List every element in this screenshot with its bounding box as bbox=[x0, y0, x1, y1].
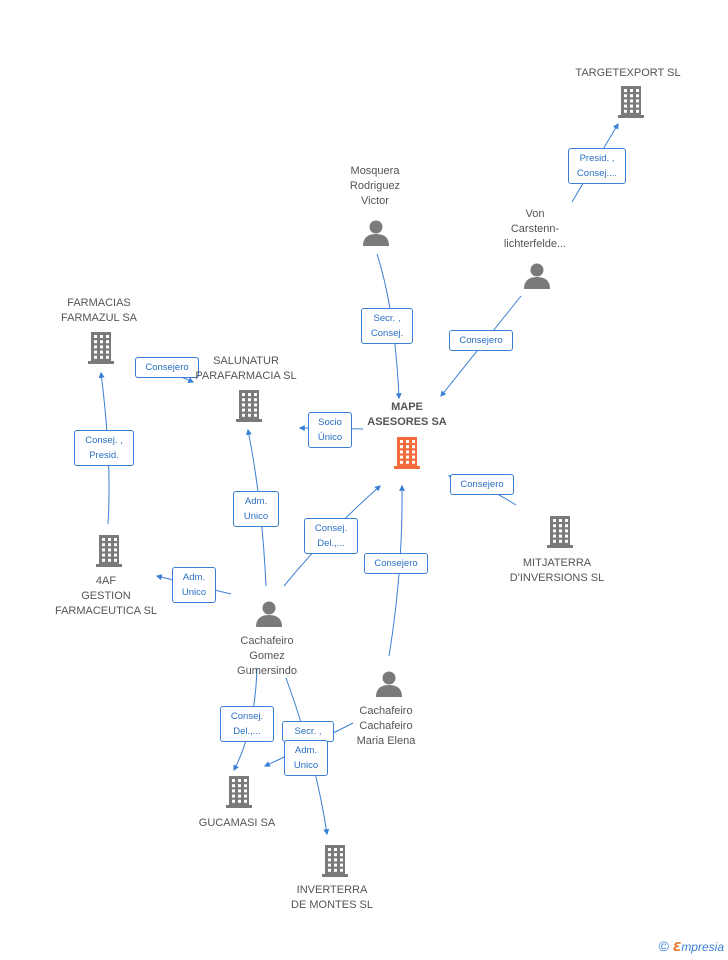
copyright-icon: © bbox=[658, 938, 669, 954]
node-label-cachafeiro_g[interactable]: Cachafeiro Gomez Gumersindo bbox=[237, 635, 297, 677]
node-label-mosquera[interactable]: Mosquera Rodriguez Victor bbox=[349, 165, 401, 207]
relation-badge[interactable]: Consej. , Presid. bbox=[74, 430, 134, 466]
person-icon[interactable] bbox=[376, 671, 402, 698]
footer: ©ℇmpresia bbox=[659, 938, 724, 954]
building-icon[interactable] bbox=[394, 437, 420, 469]
node-label-4af[interactable]: 4AF GESTION FARMACEUTICA SL bbox=[54, 575, 158, 617]
node-label-farmacias[interactable]: FARMACIAS FARMAZUL SA bbox=[61, 297, 137, 324]
node-label-von[interactable]: Von Carstenn- lichterfelde... bbox=[503, 208, 567, 250]
relation-badge[interactable]: Consejero bbox=[450, 474, 514, 495]
node-label-mape[interactable]: MAPE ASESORES SA bbox=[367, 401, 447, 428]
building-icon[interactable] bbox=[96, 535, 122, 567]
building-icon[interactable] bbox=[236, 390, 262, 422]
relation-badge[interactable]: Adm. Unico bbox=[172, 567, 216, 603]
node-label-targetexport[interactable]: TARGETEXPORT SL bbox=[575, 67, 681, 79]
relation-badge[interactable]: Consejero bbox=[135, 357, 199, 378]
node-label-salunatur[interactable]: SALUNATUR PARAFARMACIA SL bbox=[195, 355, 297, 382]
relation-badge[interactable]: Consejero bbox=[449, 330, 513, 351]
empresia-logo-e: ℇ bbox=[672, 940, 682, 954]
building-icon[interactable] bbox=[226, 776, 252, 808]
node-label-mitjaterra[interactable]: MITJATERRA D'INVERSIONS SL bbox=[509, 557, 605, 584]
person-icon[interactable] bbox=[524, 263, 550, 290]
building-icon[interactable] bbox=[547, 516, 573, 548]
building-icon[interactable] bbox=[322, 845, 348, 877]
relation-badge[interactable]: Consej. Del.,... bbox=[220, 706, 274, 742]
person-icon[interactable] bbox=[256, 601, 282, 628]
relation-badge[interactable]: Socio Único bbox=[308, 412, 352, 448]
empresia-logo-text: mpresia bbox=[681, 940, 724, 954]
relation-badge[interactable]: Consejero bbox=[364, 553, 428, 574]
relation-badge[interactable]: Secr. , Consej. bbox=[361, 308, 413, 344]
node-label-cachafeiro_m[interactable]: Cachafeiro Cachafeiro Maria Elena bbox=[356, 705, 416, 747]
relation-badge[interactable]: Consej. Del.,... bbox=[304, 518, 358, 554]
building-icon[interactable] bbox=[88, 332, 114, 364]
building-icon[interactable] bbox=[618, 86, 644, 118]
relation-badge[interactable]: Secr. , bbox=[282, 721, 334, 742]
relation-badge[interactable]: Presid. , Consej.... bbox=[568, 148, 626, 184]
node-label-inverterra[interactable]: INVERTERRA DE MONTES SL bbox=[291, 884, 373, 911]
relation-badge[interactable]: Adm. Unico bbox=[284, 740, 328, 776]
person-icon[interactable] bbox=[363, 220, 389, 247]
node-label-gucamasi[interactable]: GUCAMASI SA bbox=[198, 817, 276, 829]
relation-badge[interactable]: Adm. Unico bbox=[233, 491, 279, 527]
